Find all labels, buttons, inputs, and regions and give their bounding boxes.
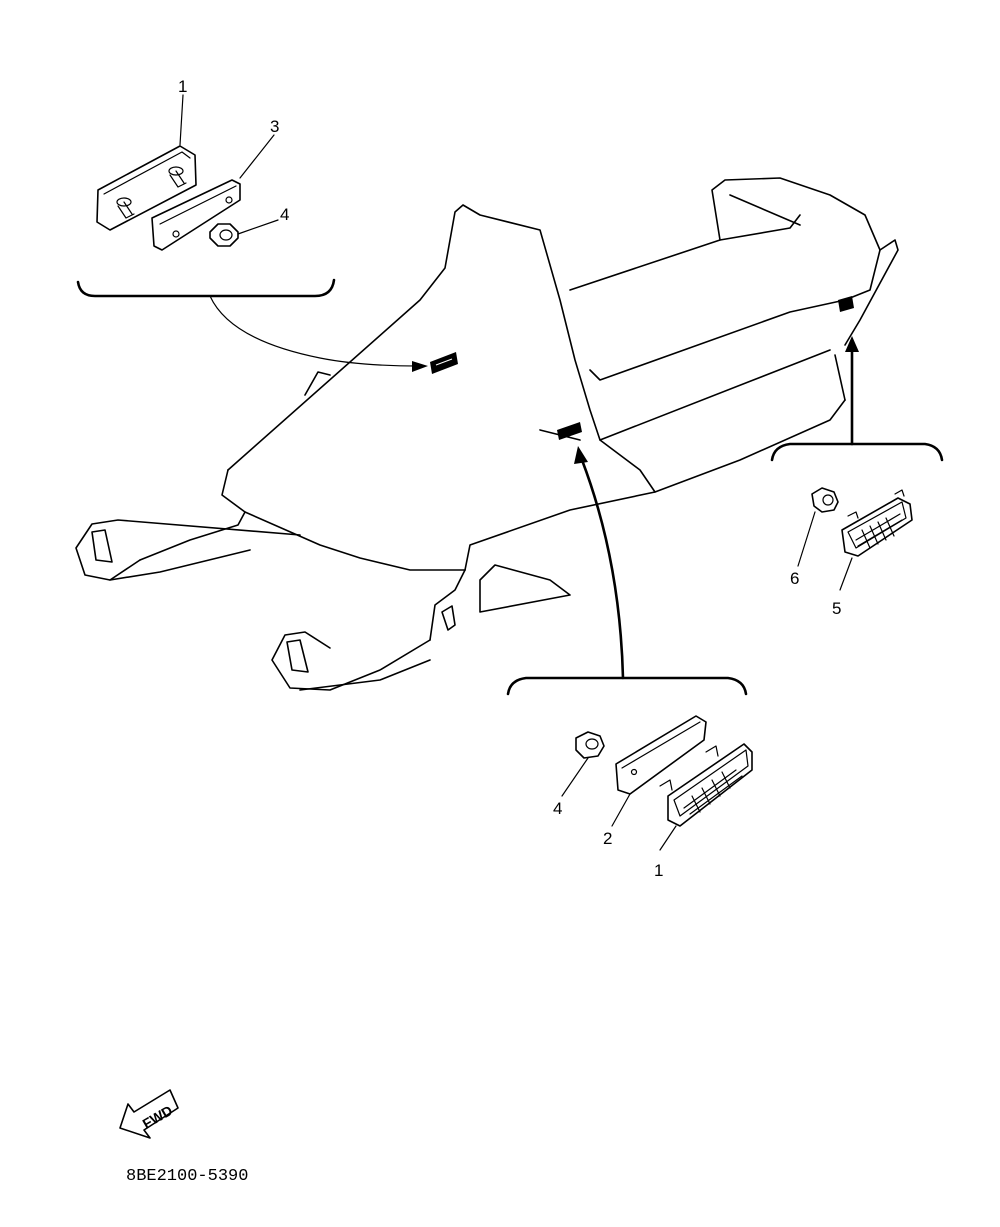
ski-right	[271, 631, 431, 691]
reflector-location-side	[557, 422, 582, 440]
callout-1-bottom: 1	[654, 861, 663, 880]
mounting-plate-part-2	[615, 715, 707, 795]
callout-1-top: 1	[178, 77, 187, 96]
callout-4-bottom: 4	[553, 799, 562, 818]
fwd-arrow-icon: FWD	[119, 1089, 179, 1139]
callout-2-bottom: 2	[603, 829, 612, 848]
reflector-location-front	[430, 352, 458, 374]
reflector-part-5	[841, 489, 913, 557]
ski-left	[75, 519, 301, 581]
callout-3-top: 3	[270, 117, 279, 136]
drawing-code: 8BE2100-5390	[126, 1167, 248, 1186]
snowmobile-outline	[139, 177, 899, 641]
reflector-part-1-bottom	[659, 743, 753, 827]
fwd-label: FWD	[140, 1102, 176, 1132]
callout-5: 5	[832, 599, 841, 618]
reflector-location-rear	[838, 296, 854, 312]
group-bottom: 4 2 1	[506, 446, 753, 880]
nut-part-6	[811, 487, 839, 513]
reflector-part-1-top	[96, 145, 197, 231]
mounting-plate-part-3	[151, 179, 241, 251]
group-top-left: 1 3 4	[76, 77, 428, 372]
group-right: 6 5	[770, 336, 944, 618]
callout-6: 6	[790, 569, 799, 588]
callout-4-top: 4	[280, 205, 289, 224]
nut-part-4-top	[209, 223, 239, 247]
nut-part-4-bottom	[575, 731, 605, 759]
